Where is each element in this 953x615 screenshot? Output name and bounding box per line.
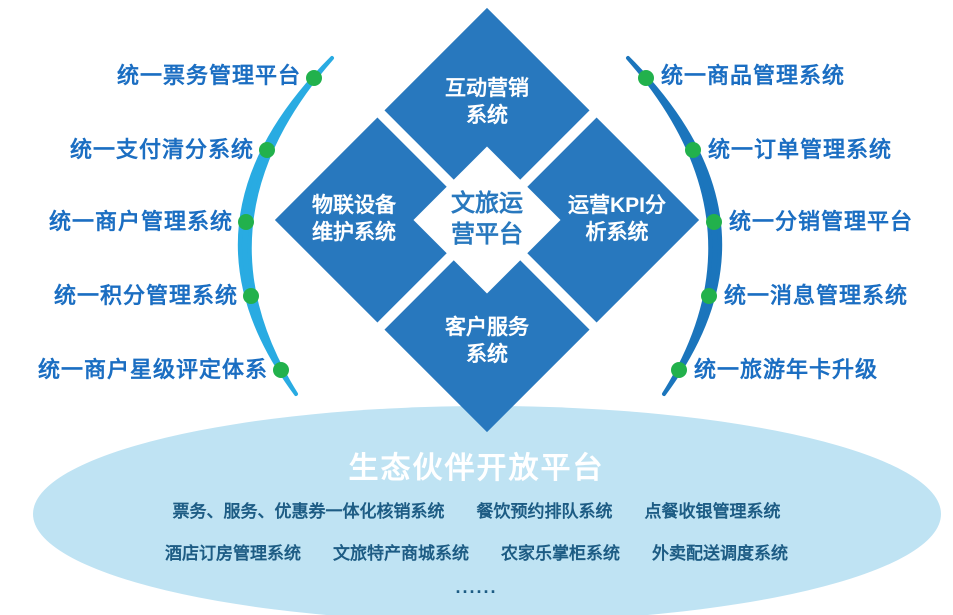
platform-center-title: 文旅运 营平台 — [451, 190, 523, 248]
left-arc-dots — [238, 70, 322, 378]
eco-row: 酒店订房管理系统 文旅特产商城系统 农家乐掌柜系统 外卖配送调度系统 — [60, 539, 893, 564]
system-label: 统一消息管理系统 — [724, 283, 909, 308]
eco-item: 文旅特产商城系统 — [333, 544, 469, 563]
right-arc — [626, 56, 723, 396]
system-label: 统一订单管理系统 — [708, 137, 893, 162]
ecosystem-ellipse — [33, 406, 941, 615]
node-label-interactive-marketing: 互动营销 系统 — [445, 77, 529, 127]
eco-item: 票务、服务、优惠券一体化核销系统 — [172, 502, 445, 521]
connector-dot — [671, 362, 687, 378]
system-label: 统一商户星级评定体系 — [37, 357, 268, 382]
eco-row: ...... — [60, 577, 893, 598]
system-label: 统一旅游年卡升级 — [694, 357, 879, 382]
left-arc — [237, 56, 334, 396]
system-label: 统一票务管理平台 — [116, 63, 301, 88]
eco-item: 外卖配送调度系统 — [652, 544, 788, 563]
eco-ellipsis: ...... — [455, 577, 498, 597]
eco-item: 酒店订房管理系统 — [165, 544, 301, 563]
system-label: 统一分销管理平台 — [729, 209, 914, 234]
connector-dot — [238, 214, 254, 230]
system-label: 统一商品管理系统 — [661, 63, 846, 88]
ecosystem-title: 生态伙伴开放平台 — [348, 452, 605, 485]
connector-dot — [701, 288, 717, 304]
eco-item: 点餐收银管理系统 — [644, 502, 781, 521]
right-arc-dots — [638, 70, 722, 378]
node-label-customer-service: 客户服务 系统 — [445, 316, 529, 366]
node-label-kpi-analysis: 运营KPI分 析系统 — [567, 194, 667, 244]
connector-dot — [706, 214, 722, 230]
system-label: 统一积分管理系统 — [53, 283, 238, 308]
connector-dot — [259, 142, 275, 158]
connector-dot — [273, 362, 289, 378]
connector-dot — [638, 70, 654, 86]
node-label-iot-maintenance: 物联设备 维护系统 — [312, 194, 396, 244]
system-label: 统一商户管理系统 — [48, 209, 233, 234]
eco-row: 票务、服务、优惠券一体化核销系统 餐饮预约排队系统 点餐收银管理系统 — [60, 497, 893, 522]
connector-dot — [243, 288, 259, 304]
connector-dot — [685, 142, 701, 158]
eco-item: 餐饮预约排队系统 — [476, 502, 613, 521]
eco-item: 农家乐掌柜系统 — [501, 544, 620, 563]
system-label: 统一支付清分系统 — [69, 137, 254, 162]
connector-dot — [306, 70, 322, 86]
